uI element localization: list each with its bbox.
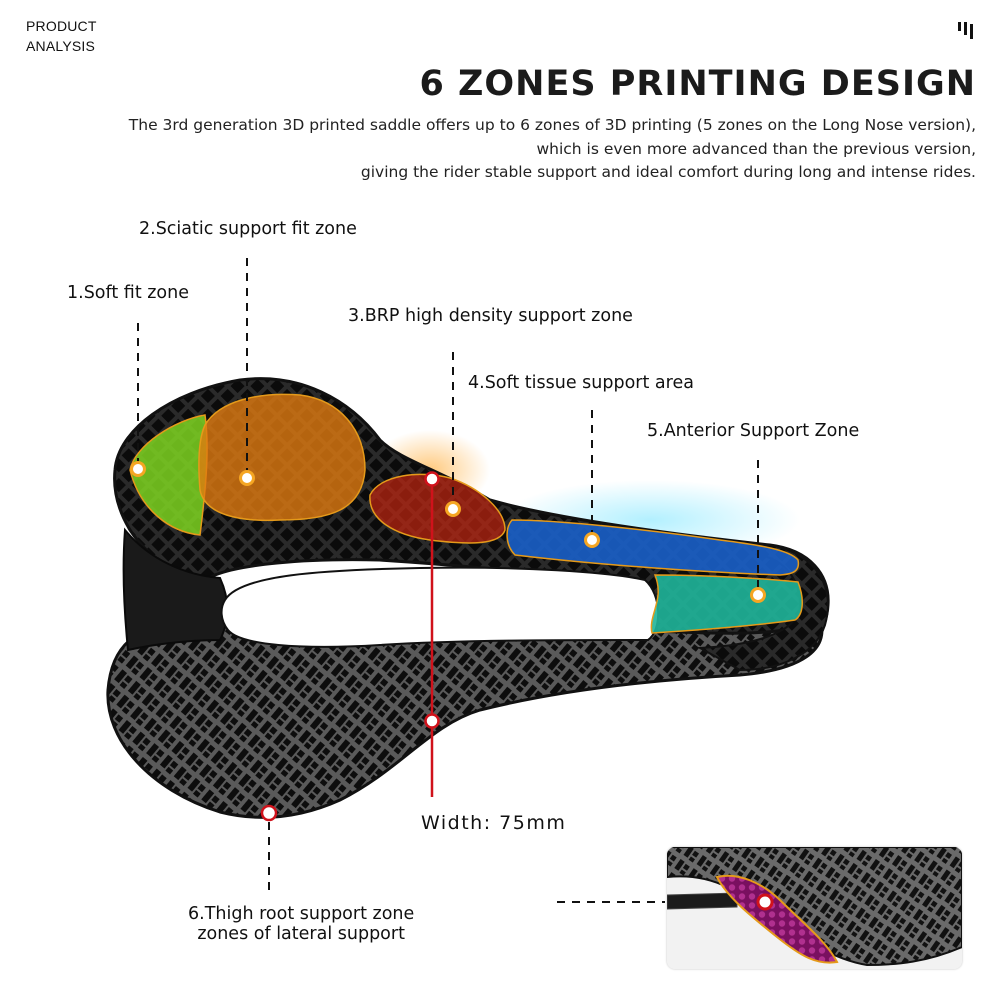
description-line-1: The 3rd generation 3D printed saddle off…: [128, 116, 976, 134]
inset-rail: [667, 892, 738, 910]
zone-6-label: 6.Thigh root support zone zones of later…: [188, 904, 414, 944]
saddle-cutout: [220, 566, 660, 648]
zone-3-label: 3.BRP high density support zone: [348, 306, 633, 326]
leader-lines: [137, 258, 759, 903]
teal-zone-area: [650, 574, 803, 634]
side-view-illustration: [667, 847, 962, 969]
zone-4-label: 4.Soft tissue support area: [468, 373, 694, 393]
description: The 3rd generation 3D printed saddle off…: [16, 114, 976, 185]
zone-6-title: 6.Thigh root support zone: [188, 904, 415, 924]
markers: [130, 461, 766, 822]
marker-zone-3: [445, 501, 461, 517]
width-measurement-label: Width: 75mm: [421, 812, 567, 834]
inset-thigh-zone: [715, 874, 839, 964]
description-line-3: giving the rider stable support and idea…: [360, 163, 976, 181]
zone-3-4-area: [369, 473, 506, 544]
marker-zone-5: [750, 587, 766, 603]
marker-width-bottom: [424, 713, 440, 729]
marker-width-top: [424, 471, 440, 487]
zone-5-area: [506, 519, 800, 576]
product-analysis-badge: PRODUCT ANALYSIS: [26, 16, 97, 56]
badge-line-1: PRODUCT: [26, 18, 97, 34]
badge-line-2: ANALYSIS: [26, 38, 96, 54]
side-view-inset: [667, 847, 962, 969]
zone-5-label: 5.Anterior Support Zone: [647, 421, 860, 441]
marker-zone-6: [260, 804, 278, 822]
description-line-2: which is even more advanced than the pre…: [536, 139, 976, 158]
zone-2-area: [198, 393, 366, 522]
zone-6-subtitle: zones of lateral support: [197, 924, 405, 944]
page-title: 6 ZONES PRINTING DESIGN: [419, 64, 976, 104]
marker-zone-1: [130, 461, 146, 477]
zone-1-label: 1.Soft fit zone: [67, 283, 189, 303]
brand-bars-icon: [958, 20, 978, 40]
marker-zone-2: [239, 470, 255, 486]
marker-zone-4: [584, 532, 600, 548]
inset-marker: [756, 893, 774, 911]
zone-2-label: 2.Sciatic support fit zone: [139, 219, 357, 239]
saddle-tail-bridge: [122, 527, 229, 652]
